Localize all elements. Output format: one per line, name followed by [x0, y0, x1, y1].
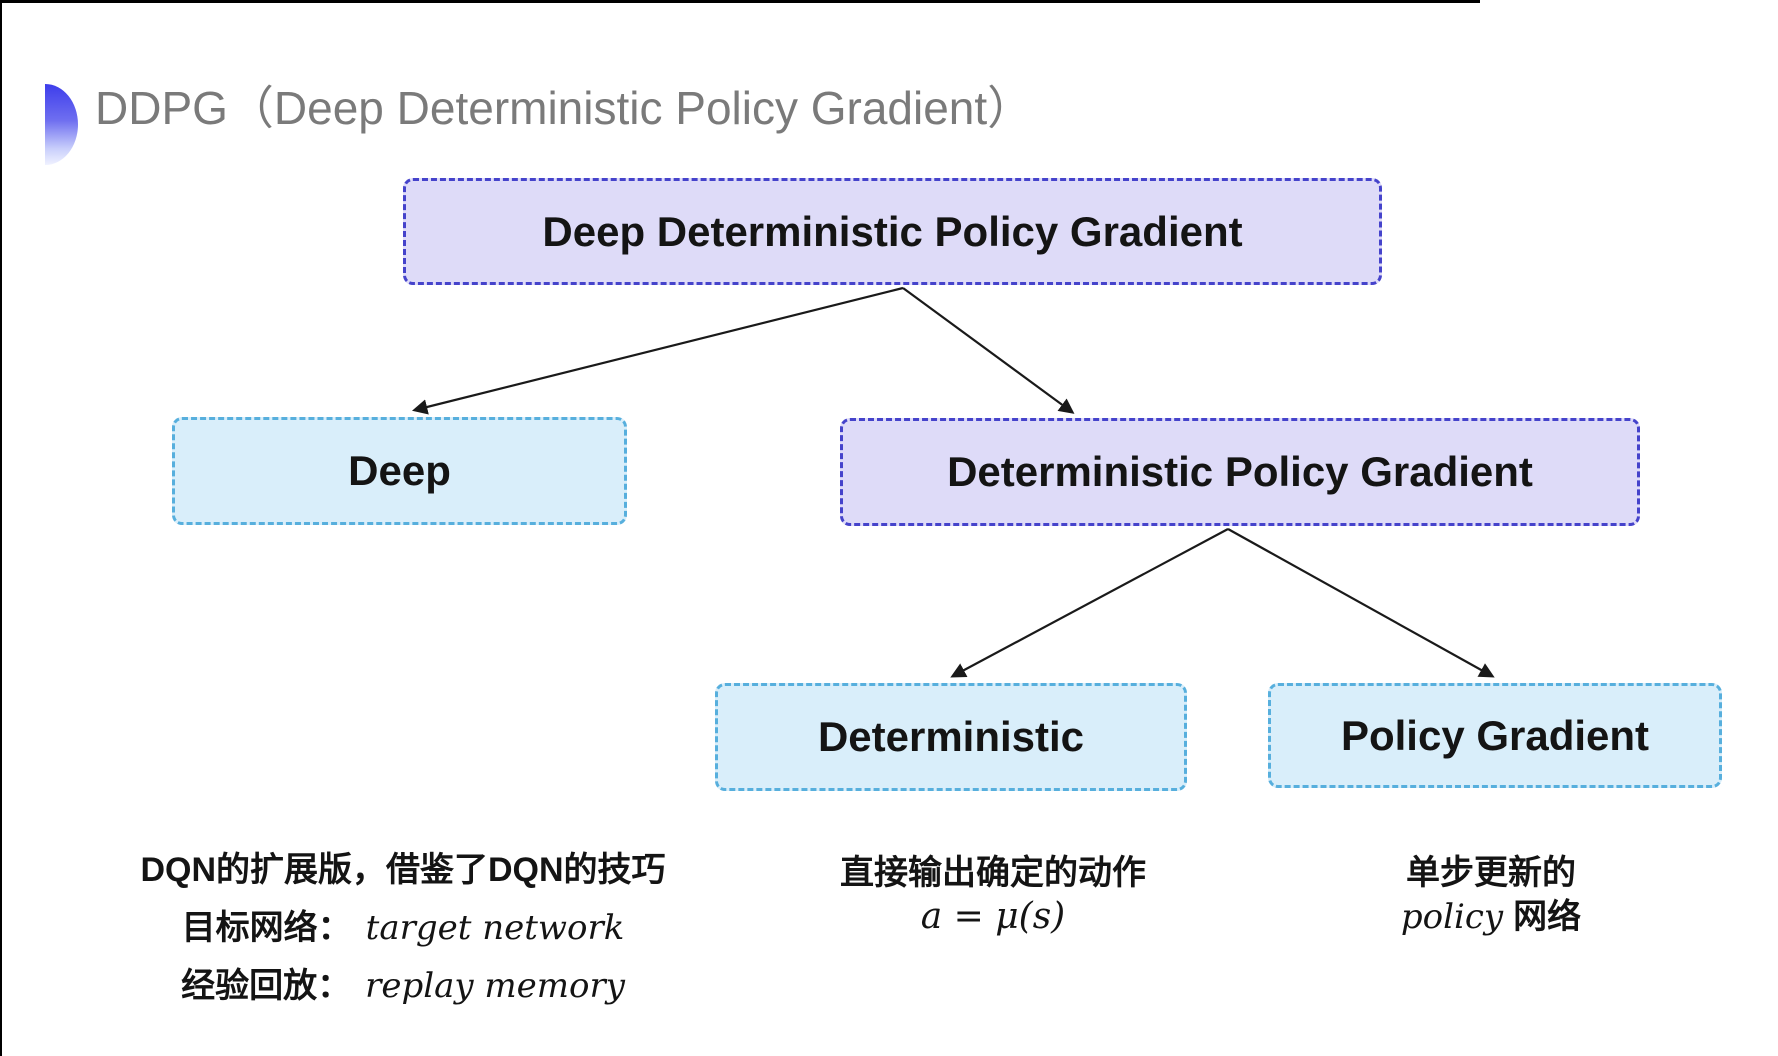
annotation-deterministic: 直接输出确定的动作 a = μ(s) — [793, 851, 1193, 939]
frame-top-line — [0, 0, 1480, 3]
annotation-deep-line3: 经验回放： replay memory — [100, 957, 706, 1015]
tree-node-ddpg-label: Deep Deterministic Policy Gradient — [542, 207, 1243, 255]
tree-node-deterministic: Deterministic — [715, 683, 1187, 791]
annotation-deep-line1: DQN的扩展版，借鉴了DQN的技巧 — [140, 851, 666, 889]
frame-left-line — [0, 0, 2, 1056]
tree-node-deterministic-policy-gradient: Deterministic Policy Gradient — [840, 418, 1640, 526]
tree-node-deep-label: Deep — [348, 447, 451, 494]
target-network-value: target network — [365, 908, 625, 948]
tree-edge — [1227, 528, 1495, 678]
tree-edge — [412, 286, 904, 415]
replay-memory-label: 经验回放： — [181, 967, 352, 1005]
replay-memory-value: replay memory — [365, 966, 625, 1006]
tree-node-dpg-label: Deterministic Policy Gradient — [947, 448, 1533, 495]
annotation-deep-line2: 目标网络： target network — [100, 899, 706, 957]
annotation-deterministic-line1: 直接输出确定的动作 — [840, 854, 1146, 892]
half-disc-icon — [45, 84, 78, 165]
tree-edge — [950, 528, 1229, 678]
tree-node-policy-gradient-label: Policy Gradient — [1340, 711, 1650, 759]
tree-node-ddpg: Deep Deterministic Policy Gradient — [403, 178, 1382, 285]
formula-a-mu-s: a = μ(s) — [920, 896, 1066, 937]
target-network-label: 目标网络： — [181, 909, 352, 947]
tree-edge — [902, 287, 1075, 414]
page-title: DDPG（Deep Deterministic Policy Gradient） — [95, 82, 1034, 134]
annotation-policy-gradient-line1: 单步更新的 — [1406, 854, 1576, 892]
policy-network-word: 网络 — [1513, 898, 1582, 936]
tree-node-policy-gradient: Policy Gradient — [1268, 683, 1722, 788]
policy-word: policy — [1400, 897, 1504, 937]
tree-node-deep: Deep — [172, 417, 627, 525]
annotation-deep: DQN的扩展版，借鉴了DQN的技巧 目标网络： target network 经验… — [100, 841, 706, 1015]
tree-node-deterministic-label: Deterministic — [817, 713, 1085, 760]
